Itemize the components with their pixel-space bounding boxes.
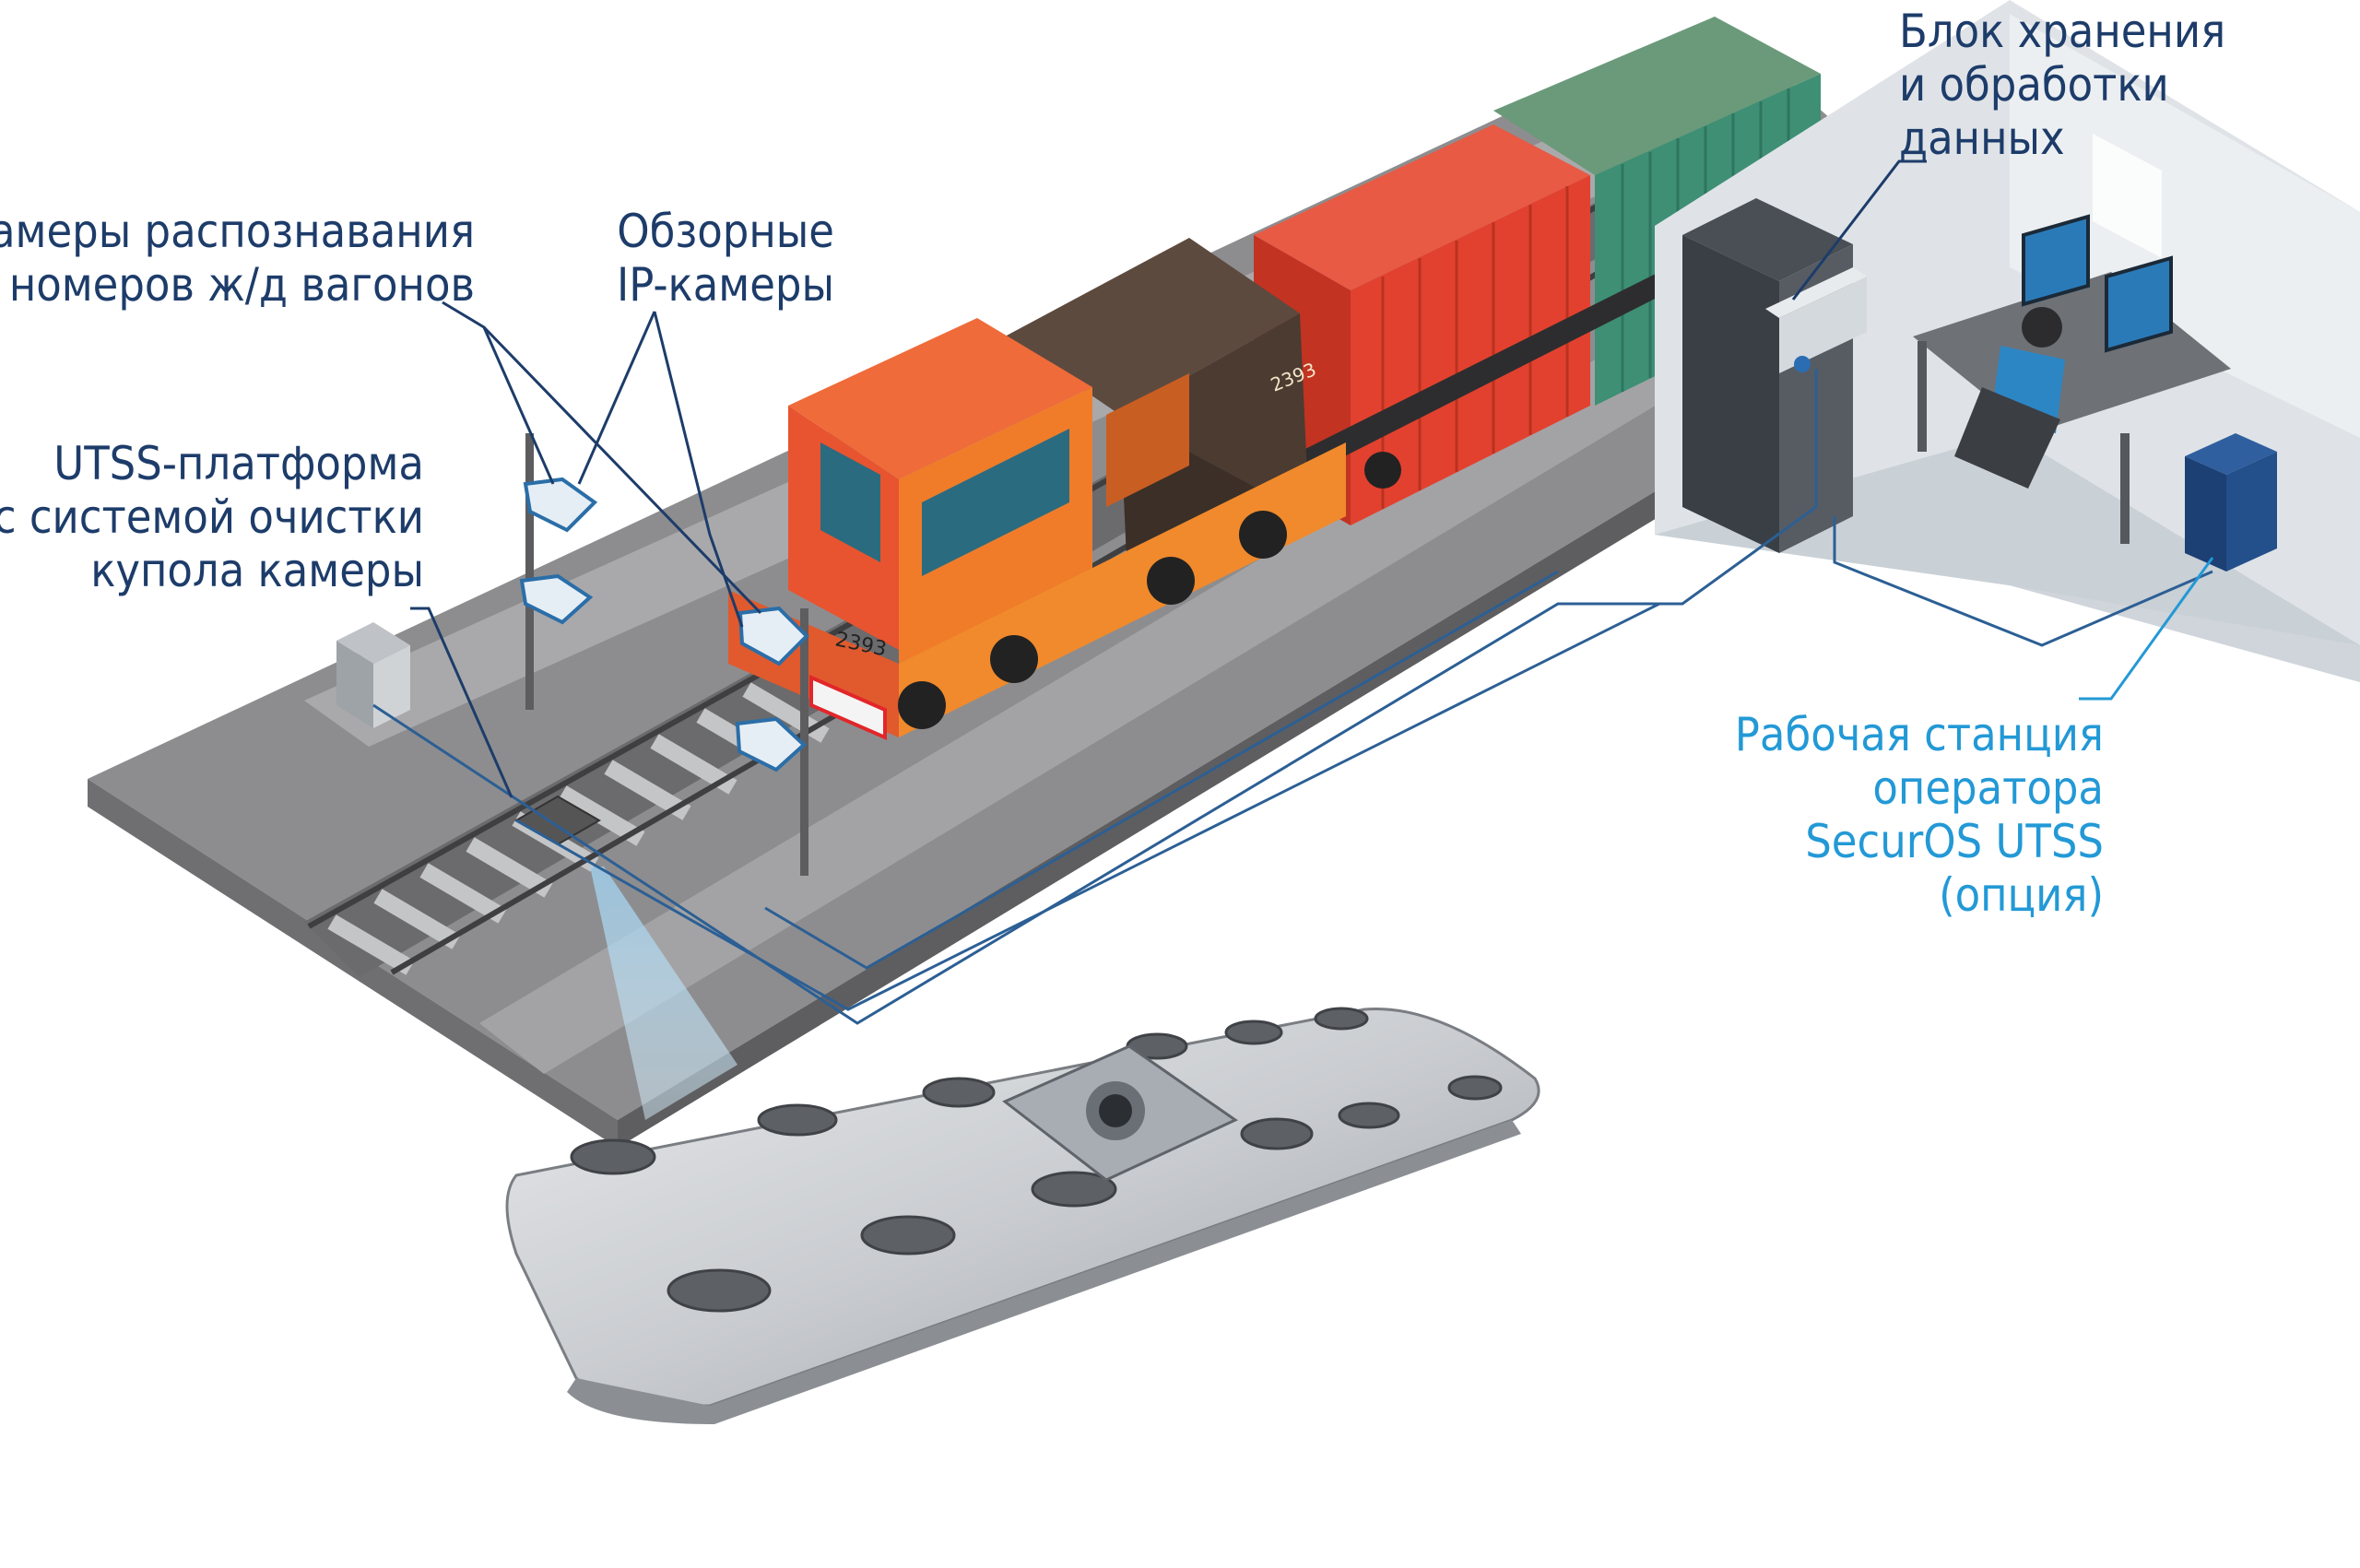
- label-utss-platform-line-1: UTSS-платформа: [53, 437, 424, 490]
- camera-pole-right: [735, 606, 809, 876]
- leader-lines: [410, 159, 2214, 798]
- label-storage-unit-line-3: данных: [1899, 112, 2065, 165]
- label-recognition-cameras-line-2: номеров ж/д вагонов: [8, 258, 475, 312]
- label-overview-cameras: Обзорные IP-камеры: [617, 205, 834, 312]
- recognition-camera-2: [519, 573, 594, 625]
- connector-lines: [372, 369, 2213, 1025]
- label-workstation-line-4: (опция): [1939, 868, 2104, 922]
- camera-pole-left: [519, 433, 598, 710]
- server-rack: [1682, 198, 1867, 553]
- recognition-camera-1: [523, 477, 598, 533]
- label-workstation-line-1: Рабочая станция: [1734, 708, 2104, 761]
- trackside-cabinet: [336, 622, 410, 728]
- locomotive: 2393 2393: [728, 238, 1346, 741]
- label-recognition-cameras: Камеры распознавания номеров ж/д вагонов: [0, 205, 475, 312]
- utss-platform-photo: [505, 1007, 1540, 1424]
- label-recognition-cameras-line-1: Камеры распознавания: [0, 205, 475, 258]
- overview-camera-1: [738, 606, 809, 666]
- label-storage-unit: Блок хранения и обработки данных: [1899, 5, 2225, 165]
- label-utss-platform-line-3: купола камеры: [90, 544, 424, 597]
- label-workstation-line-2: оператора: [1872, 761, 2104, 815]
- label-utss-platform-line-2: с системой очистки: [0, 490, 424, 544]
- workstation-pc: [2185, 433, 2277, 572]
- operator-desk: [1913, 214, 2231, 544]
- overview-camera-2: [735, 716, 807, 772]
- label-overview-cameras-line-1: Обзорные: [617, 205, 834, 258]
- label-storage-unit-line-2: и обработки: [1899, 58, 2169, 112]
- label-utss-platform: UTSS-платформа с системой очистки купола…: [0, 437, 424, 597]
- label-workstation-line-3: SecurOS UTSS: [1805, 815, 2104, 868]
- platform-beam: [590, 867, 738, 1120]
- label-storage-unit-line-1: Блок хранения: [1899, 5, 2226, 58]
- label-overview-cameras-line-2: IP-камеры: [617, 258, 834, 312]
- label-workstation: Рабочая станция оператора SecurOS UTSS (…: [1735, 708, 2104, 922]
